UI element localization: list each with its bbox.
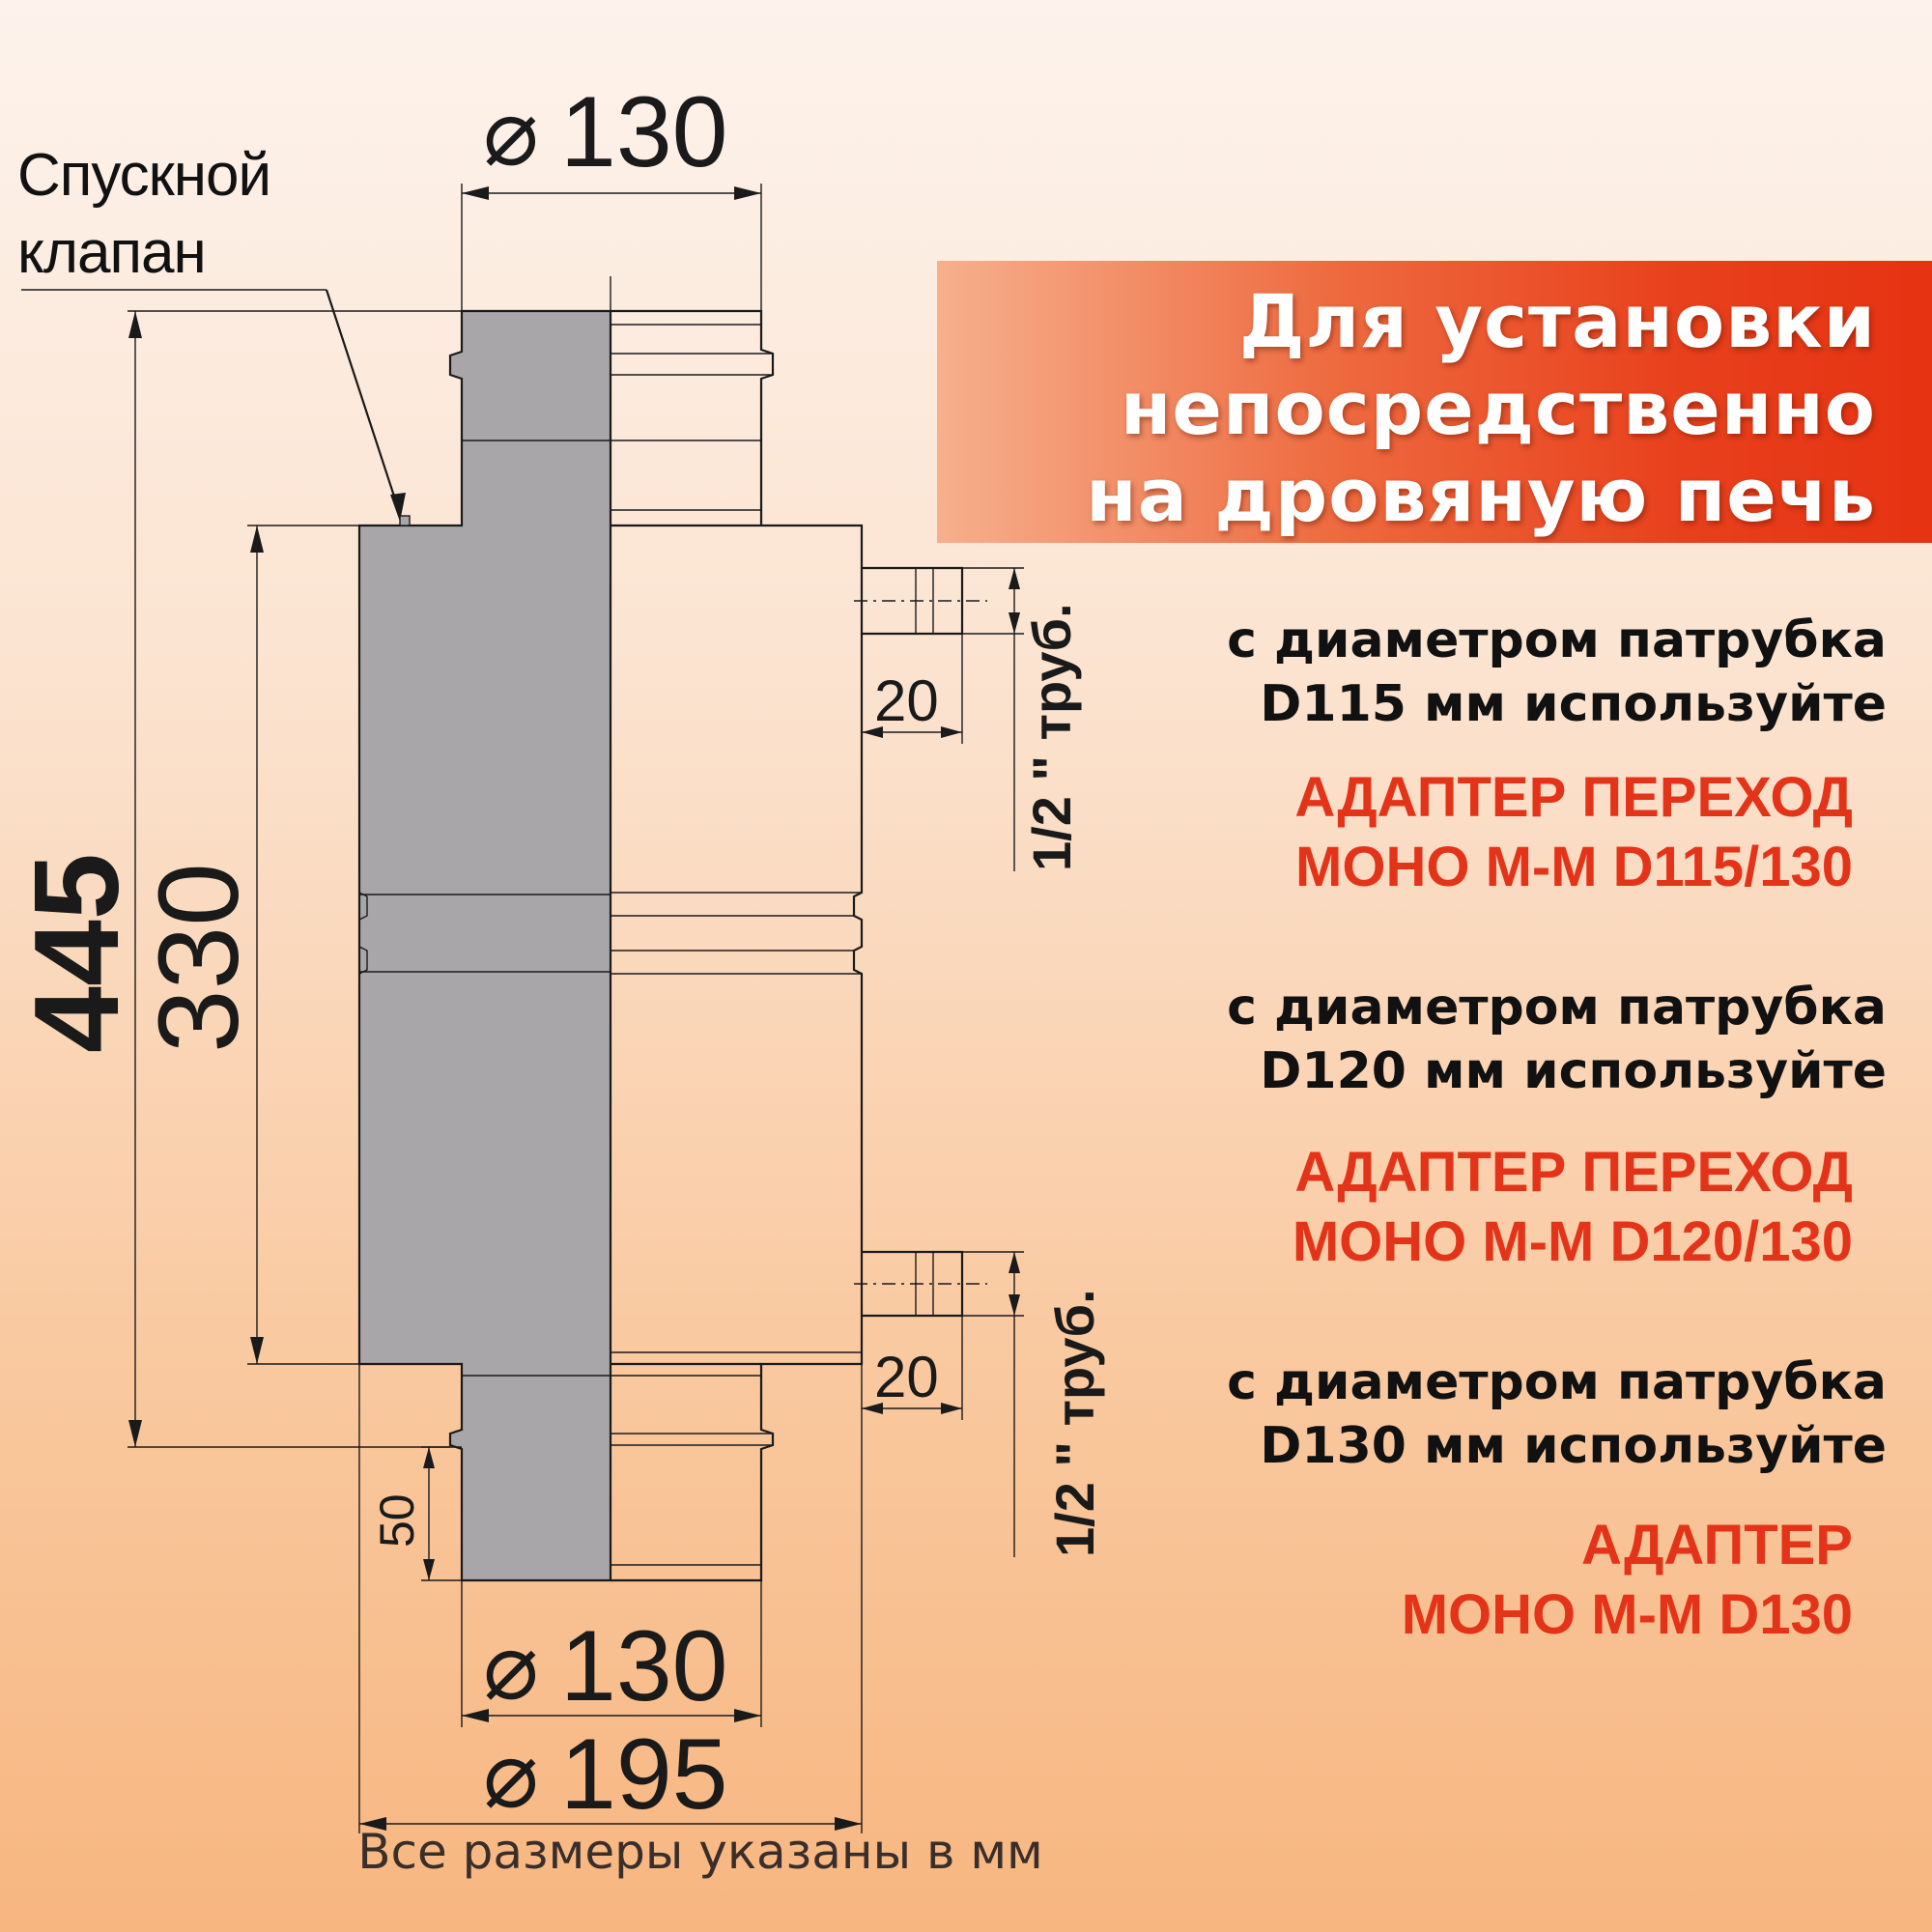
- dim-fit1-v-arrow-bottom: [1009, 612, 1020, 634]
- valve-leader-diagonal: [325, 289, 402, 515]
- tank-outline: [611, 524, 864, 1366]
- dim-fit2-arrow-left: [862, 1403, 883, 1414]
- dim-445-value: 445: [11, 853, 144, 1053]
- dim-195-value: 195: [560, 1719, 728, 1831]
- banner-line-1: Для установки: [1238, 278, 1876, 364]
- adapter-d120: АДАПТЕР ПЕРЕХОД МОНО М-М D120/130: [1293, 1138, 1853, 1277]
- dim-fit1-arrow-left: [862, 726, 883, 738]
- valve-label: Спускной клапан: [17, 137, 271, 292]
- dim-50-arrow-top: [423, 1447, 435, 1468]
- valve-label-line-1: Спускной: [17, 142, 271, 209]
- adapter-d115: АДАПТЕР ПЕРЕХОД МОНО М-М D115/130: [1294, 763, 1853, 902]
- dim-bottom-arrow-left: [462, 1709, 489, 1722]
- note-d115-line-1: с диаметром патрубка: [1227, 611, 1887, 669]
- valve-nub: [399, 515, 411, 526]
- note-d130-line-1: с диаметром патрубка: [1227, 1353, 1887, 1411]
- units-footer: Все размеры указаны в мм: [357, 1824, 1043, 1880]
- banner-line-3: на дровяную печь: [1086, 452, 1876, 538]
- dim-top-arrow-right: [734, 186, 761, 200]
- note-d115: с диаметром патрубка D115 мм используйте: [1227, 609, 1887, 736]
- dim-bottom-diameter-value: 130: [560, 1610, 728, 1722]
- note-d120: с диаметром патрубка D120 мм используйте: [1227, 976, 1887, 1103]
- dim-fit1-value: 20: [874, 668, 939, 733]
- valve-leader-arrow: [390, 493, 406, 522]
- banner-line-2: непосредственно: [1120, 365, 1876, 451]
- dim-bottom-arrow-right: [734, 1709, 761, 1722]
- adapter-d120-line-2: МОНО М-М D120/130: [1292, 1210, 1853, 1273]
- top-spigot-outline: [611, 309, 775, 526]
- adapter-d130-line-1: АДАПТЕР: [1581, 1514, 1853, 1577]
- dim-top-diameter-value: 130: [560, 76, 728, 188]
- dim-fit1-v-arrow-top: [1009, 568, 1020, 589]
- dim-330-arrow-bottom: [250, 1337, 264, 1364]
- dim-top-arrow-left: [462, 186, 489, 200]
- dim-fit2-v-arrow-bottom: [1009, 1294, 1020, 1316]
- valve-label-line-2: клапан: [17, 219, 207, 286]
- dim-fit2-thread: 1/2 " труб.: [1044, 1289, 1105, 1557]
- dim-195-arrow-right: [835, 1817, 862, 1831]
- dim-fit2-arrow-right: [941, 1403, 962, 1414]
- adapter-d120-line-1: АДАПТЕР ПЕРЕХОД: [1294, 1141, 1853, 1204]
- note-d120-line-2: D120 мм используйте: [1260, 1042, 1887, 1100]
- note-d130-line-2: D130 мм используйте: [1260, 1417, 1887, 1475]
- note-d120-line-1: с диаметром патрубка: [1227, 979, 1887, 1037]
- dim-fit2-value: 20: [874, 1345, 939, 1409]
- adapter-d130: АДАПТЕР МОНО М-М D130: [1402, 1511, 1853, 1650]
- install-banner: Для установки непосредственно на дровяну…: [937, 261, 1932, 543]
- dim-445-arrow-bottom: [128, 1420, 142, 1447]
- adapter-d130-line-2: МОНО М-М D130: [1401, 1583, 1853, 1646]
- adapter-d115-line-2: МОНО М-М D115/130: [1295, 836, 1853, 898]
- dim-445-arrow-top: [128, 311, 142, 338]
- dim-top-diameter-symbol: ⌀: [483, 81, 539, 185]
- note-d115-line-2: D115 мм используйте: [1260, 675, 1887, 733]
- section-fill: [357, 309, 612, 1582]
- bottom-fitting: [854, 1250, 987, 1318]
- adapter-d115-line-1: АДАПТЕР ПЕРЕХОД: [1294, 766, 1853, 829]
- dim-fit2-v-arrow-top: [1009, 1252, 1020, 1273]
- bottom-spigot-outline: [611, 1364, 775, 1582]
- dim-50-value: 50: [370, 1493, 424, 1548]
- dim-fit1-arrow-right: [941, 726, 962, 738]
- dim-330-arrow-top: [250, 526, 264, 553]
- note-d130: с диаметром патрубка D130 мм используйте: [1227, 1350, 1887, 1478]
- dim-330-value: 330: [135, 863, 263, 1053]
- top-fitting: [854, 566, 987, 636]
- dim-195-arrow-left: [359, 1817, 386, 1831]
- dim-50-arrow-bottom: [423, 1559, 435, 1580]
- dim-bottom-diameter-symbol: ⌀: [483, 1615, 539, 1719]
- dim-fit1-thread: 1/2 " труб.: [1021, 603, 1082, 871]
- dim-195-diameter-symbol: ⌀: [483, 1723, 539, 1827]
